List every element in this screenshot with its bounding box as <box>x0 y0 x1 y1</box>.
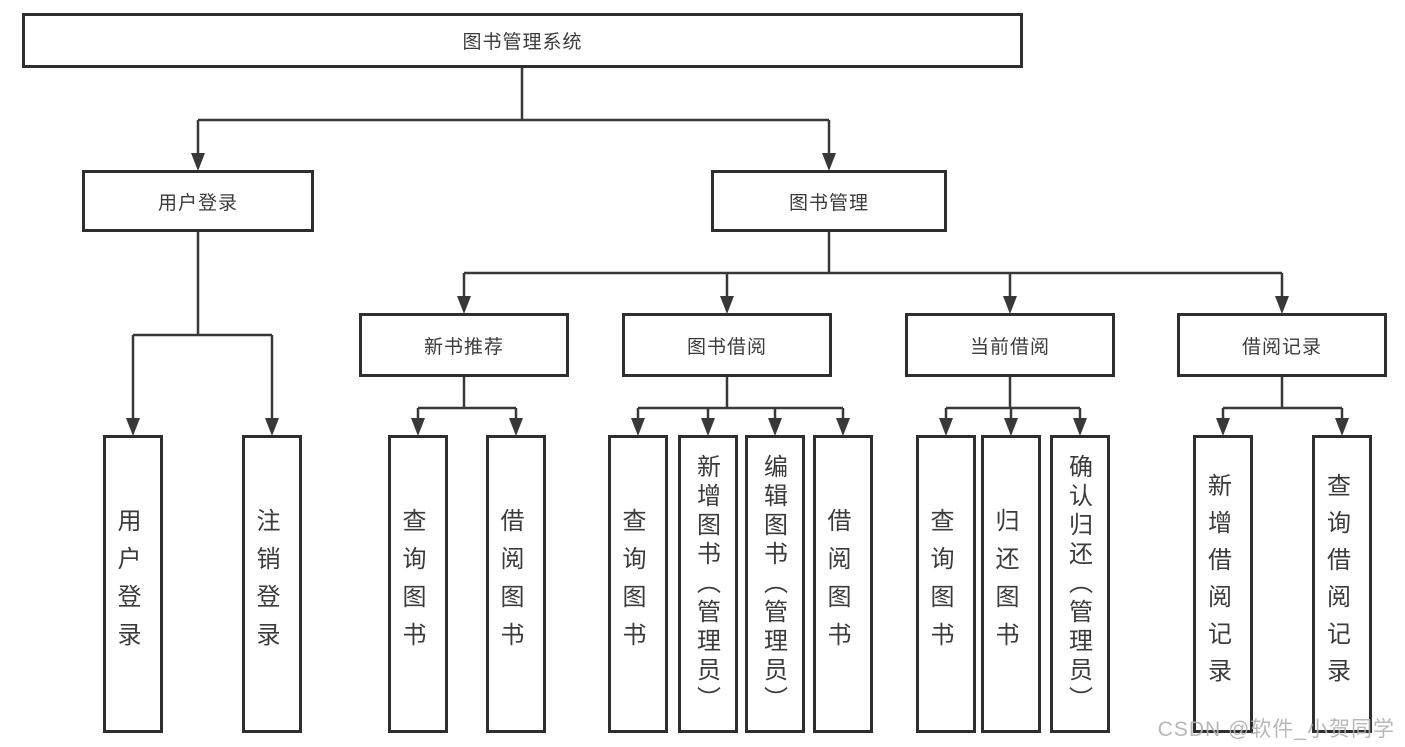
node-label: 用户登录 <box>113 508 140 660</box>
node-label: 借阅图书 <box>496 508 523 660</box>
arrow-down-icon <box>191 153 205 171</box>
node-book-borrowing: 图书借阅 <box>622 313 832 377</box>
node-label: 查询图书 <box>926 508 953 660</box>
arrow-down-icon <box>720 296 734 314</box>
arrow-down-icon <box>822 153 836 171</box>
arrow-down-icon <box>265 418 279 436</box>
node-label: 查询借阅记录 <box>1322 473 1350 695</box>
node-book-management: 图书管理 <box>711 170 947 232</box>
node-leaf-add-borrow-record: 新增借阅记录 <box>1193 435 1253 733</box>
arrow-down-icon <box>768 418 782 436</box>
arrow-down-icon <box>1004 418 1018 436</box>
arrow-down-icon <box>1003 296 1017 314</box>
arrowheads <box>126 153 1349 436</box>
arrow-down-icon <box>939 418 953 436</box>
arrow-down-icon <box>509 418 523 436</box>
node-leaf-confirm-return-admin: 确认归还（管理员） <box>1050 435 1110 733</box>
node-label: 新增借阅记录 <box>1203 473 1231 695</box>
arrow-down-icon <box>1216 418 1230 436</box>
node-borrowing-records: 借阅记录 <box>1177 313 1387 377</box>
csdn-watermark: CSDN @软件_小贺同学 <box>1157 718 1395 741</box>
arrow-down-icon <box>411 418 425 436</box>
arrow-down-icon <box>457 296 471 314</box>
arrow-down-icon <box>701 418 715 436</box>
node-label: 借阅图书 <box>823 508 850 660</box>
arrow-down-icon <box>631 418 645 436</box>
node-label: 查询图书 <box>618 508 645 660</box>
node-leaf-query-borrow-record: 查询借阅记录 <box>1312 435 1372 733</box>
node-leaf-logout: 注销登录 <box>242 435 302 733</box>
node-label: 编辑图书（管理员） <box>759 453 787 715</box>
node-leaf-add-book-admin: 新增图书（管理员） <box>678 435 738 733</box>
arrow-down-icon <box>1073 418 1087 436</box>
node-user-login: 用户登录 <box>82 170 314 232</box>
node-leaf-user-login: 用户登录 <box>103 435 163 733</box>
node-new-book-recommend: 新书推荐 <box>359 313 569 377</box>
node-current-borrowing: 当前借阅 <box>905 313 1115 377</box>
arrow-down-icon <box>836 418 850 436</box>
arrow-down-icon <box>1335 418 1349 436</box>
connector-path <box>131 68 1344 418</box>
arrow-down-icon <box>126 418 140 436</box>
node-leaf-query-book-recommend: 查询图书 <box>388 435 448 733</box>
node-label: 注销登录 <box>252 508 279 660</box>
node-label: 确认归还（管理员） <box>1064 453 1092 715</box>
node-label: 查询图书 <box>398 508 425 660</box>
node-leaf-query-book-current: 查询图书 <box>916 435 976 733</box>
node-root-library-system: 图书管理系统 <box>22 13 1023 68</box>
node-leaf-return-book: 归还图书 <box>981 435 1041 733</box>
node-leaf-borrow-book-recommend: 借阅图书 <box>486 435 546 733</box>
node-label: 新增图书（管理员） <box>692 453 720 715</box>
node-label: 归还图书 <box>991 508 1018 660</box>
arrow-down-icon <box>1275 296 1289 314</box>
node-leaf-borrow-book: 借阅图书 <box>813 435 873 733</box>
node-leaf-edit-book-admin: 编辑图书（管理员） <box>745 435 805 733</box>
node-leaf-query-book-borrowing: 查询图书 <box>608 435 668 733</box>
